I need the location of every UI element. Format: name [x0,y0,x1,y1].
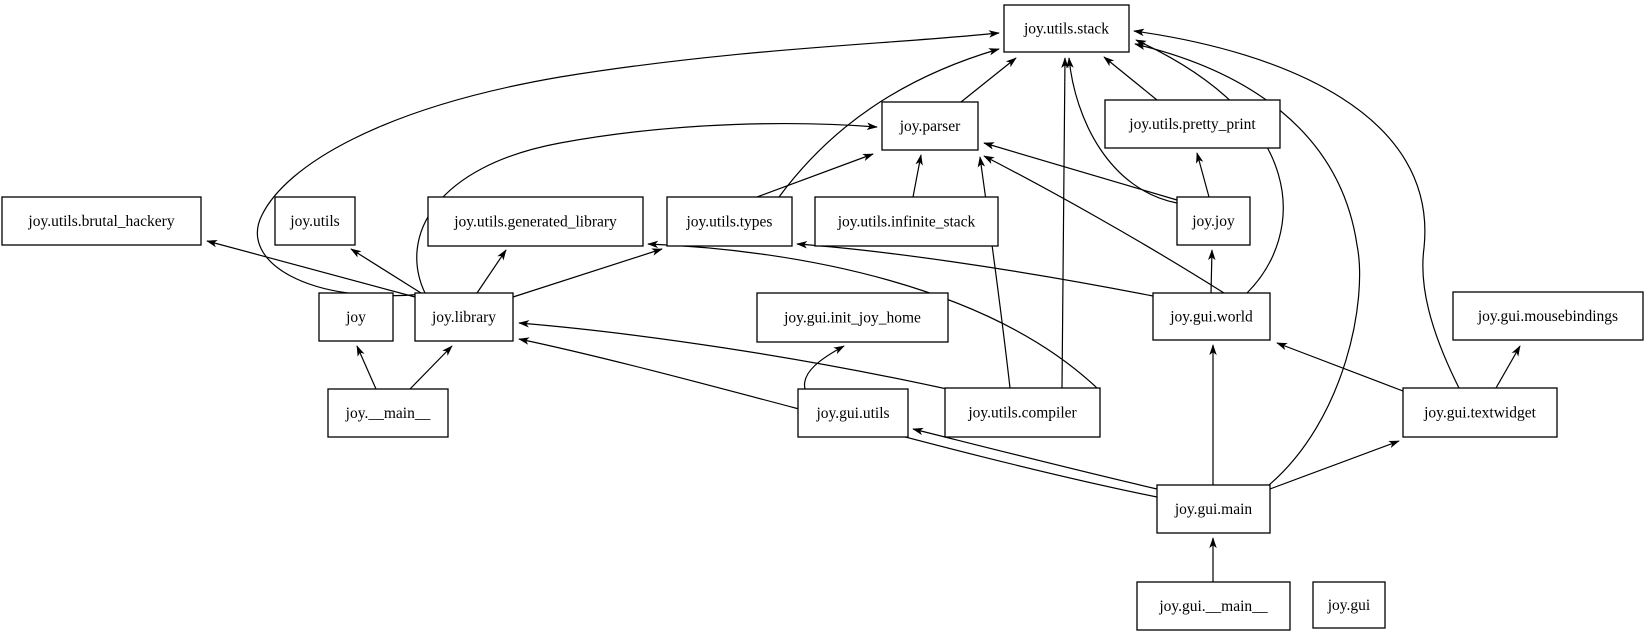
edge-joy-library-to-joy-utils-types [512,248,663,298]
node-joy-utils-types: joy.utils.types [666,196,793,247]
node-label: joy [345,309,366,326]
node-label: joy.utils.brutal_hackery [27,213,174,230]
node-box [1156,484,1271,534]
node-joy-main: joy.__main__ [327,388,449,438]
node-joy-parser: joy.parser [881,101,979,151]
node-label: joy.__main__ [345,405,431,422]
node-box [1452,291,1644,341]
node-box [1136,581,1291,631]
node-label: joy.utils [289,213,339,230]
node-label: joy.utils.generated_library [453,214,617,231]
node-box [327,388,449,438]
node-label: joy.gui.utils [815,405,889,422]
edge-joy-gui-textwidget-to-joy-gui-world [1276,342,1404,392]
node-box [1,196,202,246]
edge-joy-utils-compiler-to-joy-utils-stack [1061,57,1069,389]
edge-joy-utils-compiler-to-joy-utils-generated-library [647,240,1098,389]
node-box [427,196,644,247]
edge-joy-library-to-joy-parser [416,122,878,294]
edge-joy-parser-to-joy-utils-stack [960,57,1017,103]
node-box [881,101,979,151]
node-box [1176,196,1251,246]
node-label: joy.joy [1191,213,1235,230]
node-box [1003,4,1130,53]
node-label: joy.gui.mousebindings [1477,308,1618,325]
node-joy: joy [318,292,394,342]
edge-joy-utils-types-to-joy-parser [756,153,874,198]
node-label: joy.gui.world [1169,309,1253,326]
node-label: joy.utils.pretty_print [1128,116,1256,133]
node-joy-utils-stack: joy.utils.stack [1003,4,1130,53]
node-joy-utils-infinite-stack: joy.utils.infinite_stack [814,196,999,247]
edge-joy-gui-world-to-joy-utils-types [796,241,1154,297]
node-box [756,292,949,343]
edge-joy-library-to-joy-utils [350,248,422,294]
node-joy-gui-utils: joy.gui.utils [797,388,909,438]
node-joy-utils-pretty-print: joy.utils.pretty_print [1104,99,1281,149]
node-box [274,196,356,246]
node-box [666,196,793,247]
node-box [1312,581,1386,629]
edge-joy-utils-compiler-to-joy-parser [977,156,1011,389]
node-joy-gui: joy.gui [1312,581,1386,629]
edge-joy-gui-textwidget-to-joy-utils-stack [1133,28,1460,389]
edge-joy-library-to-joy-utils-brutal-hackery [206,240,416,298]
node-joy-library: joy.library [414,292,514,342]
edge-joy-gui-main-to-joy-utils-stack [1134,42,1361,486]
node-box [1152,292,1271,341]
node-label: joy.gui.__main__ [1158,598,1268,615]
edge-joy-main-to-joy-library [409,345,453,390]
node-box [814,196,999,247]
node-joy-gui-main: joy.gui.main [1156,484,1271,534]
node-label: joy.utils.types [686,214,773,231]
node-label: joy.gui [1327,597,1371,614]
node-box [797,388,909,438]
edge-joy-utils-infinite-stack-to-joy-parser [912,154,923,198]
edge-joy-main-to-joy [356,345,377,390]
node-joy-gui-world: joy.gui.world [1152,292,1271,341]
node-label: joy.library [431,309,496,326]
node-label: joy.utils.infinite_stack [837,214,976,231]
edge-joy-joy-to-joy-parser [983,142,1178,201]
node-box [1104,99,1281,149]
edge-joy-library-to-joy-utils-stack [256,30,1000,297]
edge-joy-joy-to-joy-utils-stack [1066,57,1178,204]
edge-joy-gui-main-to-joy-gui-utils [912,427,1158,490]
edge-joy-gui-utils-to-joy-gui-init-joy-home [803,345,845,390]
edge-joy-utils-types-to-joy-utils-stack [778,48,1000,198]
node-label: joy.parser [899,118,961,135]
nodes-layer: joy.utils.stack joy.parser joy.utils.prett… [1,4,1644,631]
node-box [944,387,1101,438]
node-joy-utils-generated-library: joy.utils.generated_library [427,196,644,247]
node-label: joy.gui.init_joy_home [783,310,921,327]
node-joy-gui-mousebindings: joy.gui.mousebindings [1452,291,1644,341]
edge-joy-utils-pretty-print-to-joy-utils-stack [1103,56,1158,101]
node-box [414,292,514,342]
node-joy-gui-main: joy.gui.__main__ [1136,581,1291,631]
edge-joy-gui-main-to-joy-gui-textwidget [1269,440,1400,490]
node-box [1402,387,1558,438]
node-joy-utils-compiler: joy.utils.compiler [944,387,1101,438]
node-joy-utils: joy.utils [274,196,356,246]
edge-joy-library-to-joy-utils-generated-library [476,249,507,294]
node-label: joy.gui.main [1174,501,1253,518]
edge-joy-gui-world-to-joy-parser [983,155,1225,294]
node-joy-joy: joy.joy [1176,196,1251,246]
edges-layer [206,28,1521,582]
edge-joy-gui-world-to-joy-utils-stack [1135,39,1284,294]
edge-joy-gui-world-to-joy-joy [1208,249,1216,294]
node-joy-gui-init-joy-home: joy.gui.init_joy_home [756,292,949,343]
node-box [318,292,394,342]
node-joy-utils-brutal-hackery: joy.utils.brutal_hackery [1,196,202,246]
node-label: joy.utils.compiler [967,405,1077,422]
edge-joy-joy-to-joy-utils-pretty-print [1196,152,1210,198]
node-label: joy.gui.textwidget [1423,405,1536,422]
edge-joy-utils-compiler-to-joy-library [518,320,948,390]
node-label: joy.utils.stack [1023,21,1109,38]
edge-joy-gui-textwidget-to-joy-gui-mousebindings [1495,345,1521,389]
node-joy-gui-textwidget: joy.gui.textwidget [1402,387,1558,438]
